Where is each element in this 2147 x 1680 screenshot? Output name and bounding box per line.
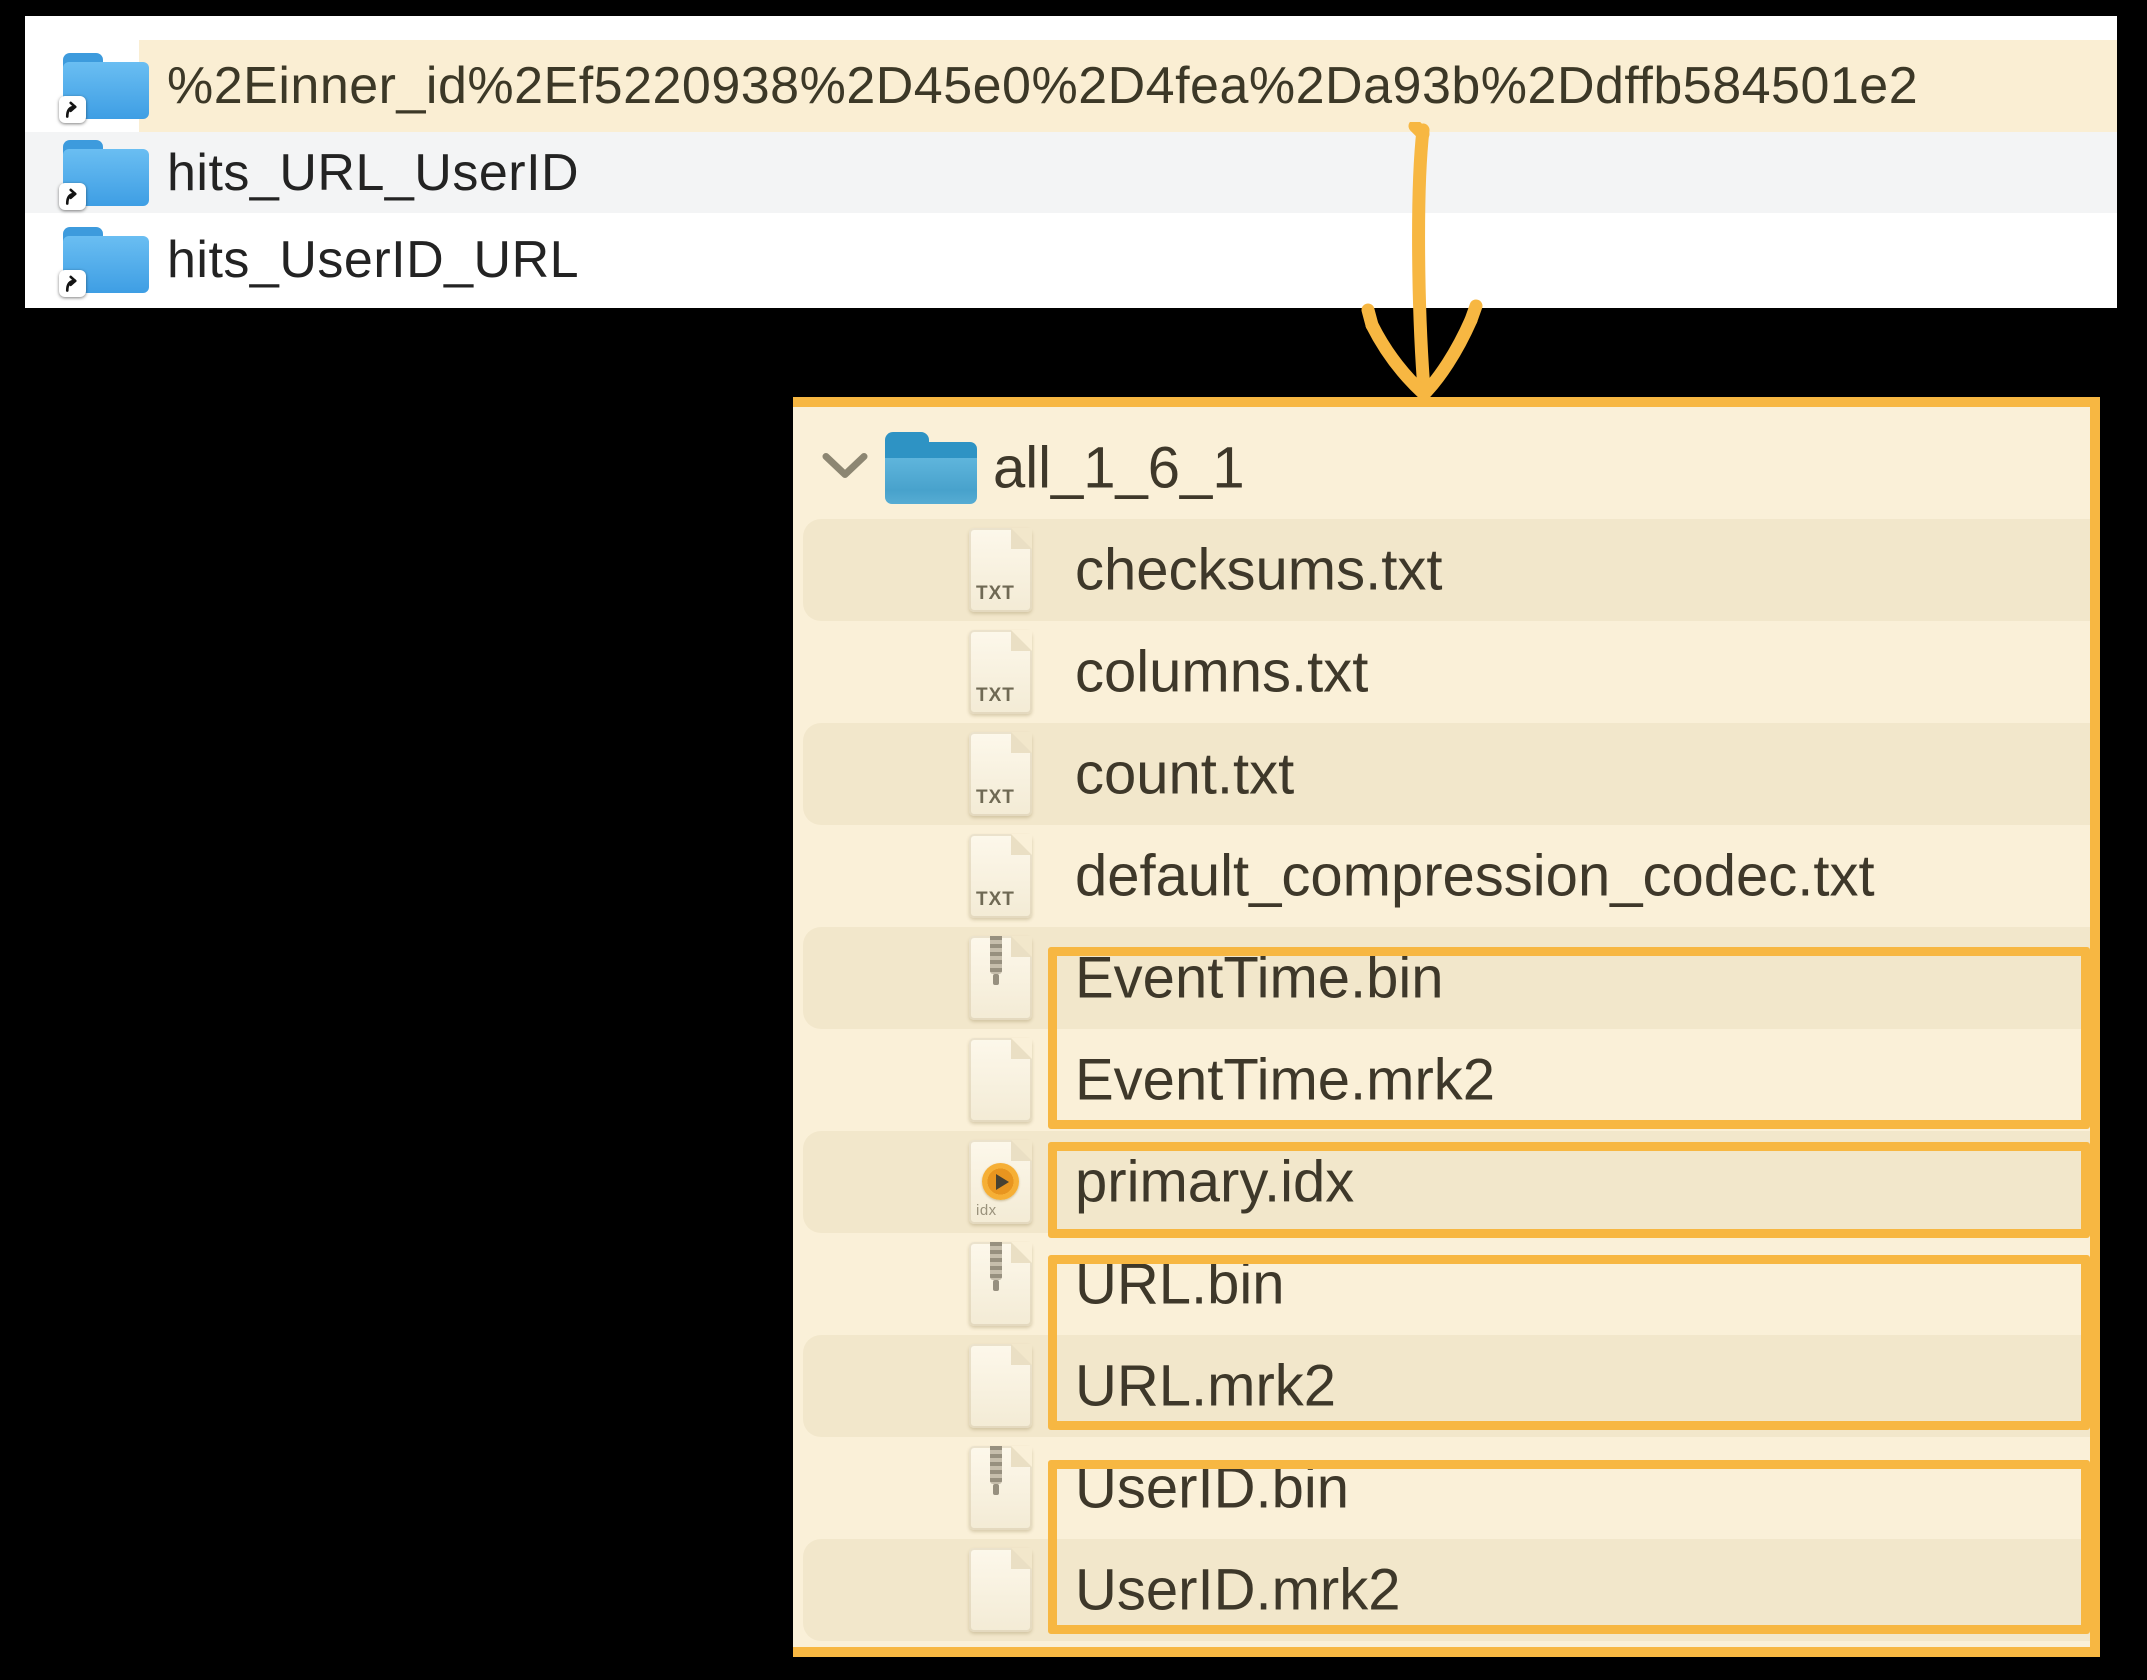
highlight-box-url bbox=[1048, 1255, 2090, 1430]
highlight-box-userid bbox=[1048, 1460, 2090, 1634]
tree-row-eventtime-mrk2[interactable]: EventTime.mrk2 bbox=[793, 1029, 2090, 1131]
folder-icon bbox=[885, 432, 977, 504]
tree-row-eventtime-bin[interactable]: EventTime.bin bbox=[793, 927, 2090, 1029]
highlight-box-eventtime bbox=[1048, 947, 2090, 1129]
tree-row-checksums[interactable]: TXT checksums.txt bbox=[793, 519, 2090, 621]
down-arrow-annotation bbox=[1361, 122, 1483, 400]
file-name: URL.mrk2 bbox=[1075, 1353, 1337, 1419]
alias-folder-icon bbox=[59, 139, 149, 210]
file-name: EventTime.mrk2 bbox=[1075, 1047, 1496, 1113]
file-name: default_compression_codec.txt bbox=[1075, 843, 1875, 909]
idx-file-icon: idx bbox=[969, 1140, 1032, 1224]
row-highlight bbox=[139, 40, 2117, 132]
alias-folder-icon bbox=[59, 226, 149, 297]
file-name: checksums.txt bbox=[1075, 537, 1443, 603]
blank-file-icon bbox=[969, 1548, 1032, 1632]
bin-file-icon bbox=[969, 936, 1032, 1020]
file-name: UserID.mrk2 bbox=[1075, 1557, 1401, 1623]
file-name: primary.idx bbox=[1075, 1149, 1355, 1215]
chevron-down-icon[interactable] bbox=[819, 450, 871, 487]
finder-row-inner-id[interactable]: %2Einner_id%2Ef5220938%2D45e0%2D4fea%2Da… bbox=[25, 40, 2117, 132]
finder-row-hits-url-userid[interactable]: hits_URL_UserID bbox=[25, 132, 2117, 213]
folder-name: hits_UserID_URL bbox=[167, 230, 580, 289]
part-contents-panel: all_1_6_1 TXT checksums.txt TXT columns.… bbox=[793, 397, 2100, 1657]
tree-row-userid-mrk2[interactable]: UserID.mrk2 bbox=[793, 1539, 2090, 1641]
file-name: columns.txt bbox=[1075, 639, 1369, 705]
folder-name: all_1_6_1 bbox=[993, 435, 1245, 501]
zipper-glyph bbox=[990, 936, 1002, 985]
tree-row-url-mrk2[interactable]: URL.mrk2 bbox=[793, 1335, 2090, 1437]
finder-list-panel: %2Einner_id%2Ef5220938%2D45e0%2D4fea%2Da… bbox=[25, 16, 2117, 308]
bin-file-icon bbox=[969, 1446, 1032, 1530]
zipper-glyph bbox=[990, 1242, 1002, 1291]
alias-badge-icon bbox=[59, 96, 86, 123]
alias-badge-icon bbox=[59, 182, 86, 210]
txt-file-icon: TXT bbox=[969, 528, 1032, 612]
file-name: count.txt bbox=[1075, 741, 1295, 807]
highlight-box-primary-idx bbox=[1048, 1142, 2090, 1238]
blank-file-icon bbox=[969, 1344, 1032, 1428]
file-name: EventTime.bin bbox=[1075, 945, 1444, 1011]
finder-row-hits-userid-url[interactable]: hits_UserID_URL bbox=[25, 213, 2117, 306]
folder-name: %2Einner_id%2Ef5220938%2D45e0%2D4fea%2Da… bbox=[167, 57, 1919, 115]
zipper-glyph bbox=[990, 1446, 1002, 1495]
txt-file-icon: TXT bbox=[969, 630, 1032, 714]
disc-glyph bbox=[982, 1163, 1019, 1200]
tree-row-count[interactable]: TXT count.txt bbox=[793, 723, 2090, 825]
folder-name: hits_URL_UserID bbox=[167, 143, 580, 202]
bin-file-icon bbox=[969, 1242, 1032, 1326]
alias-badge-icon bbox=[59, 269, 86, 297]
tree-row-columns[interactable]: TXT columns.txt bbox=[793, 621, 2090, 723]
alias-folder-icon bbox=[59, 53, 149, 123]
tree-row-default-compression-codec[interactable]: TXT default_compression_codec.txt bbox=[793, 825, 2090, 927]
blank-file-icon bbox=[969, 1038, 1032, 1122]
txt-file-icon: TXT bbox=[969, 834, 1032, 918]
tree-row-all-1-6-1[interactable]: all_1_6_1 bbox=[793, 417, 2090, 519]
txt-file-icon: TXT bbox=[969, 732, 1032, 816]
